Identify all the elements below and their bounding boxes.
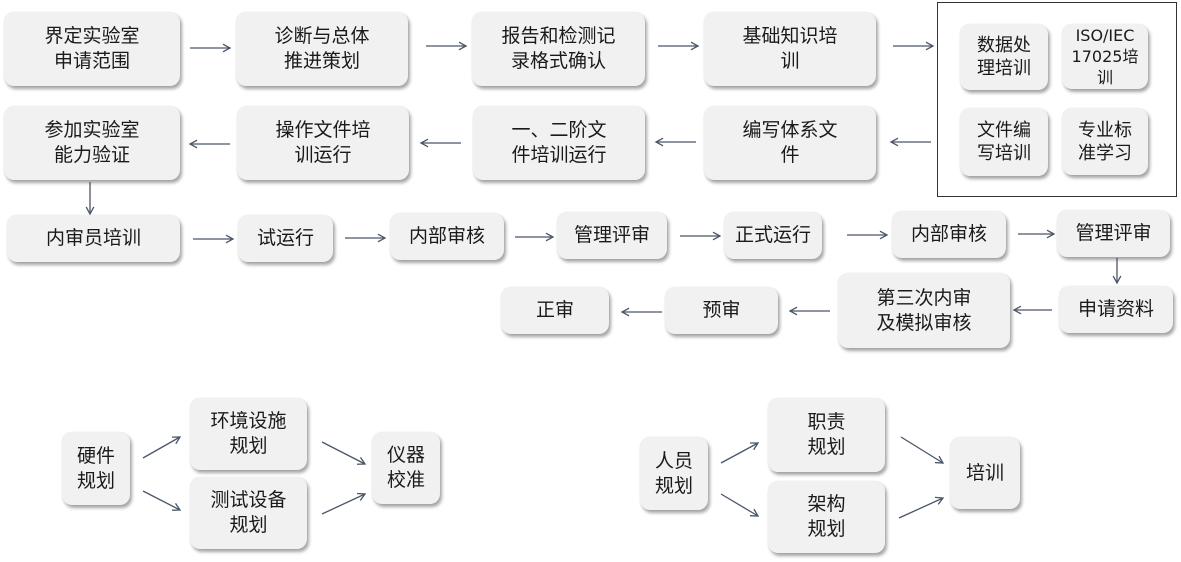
step-diagnosis-planning: 诊断与总体 推进策划: [236, 12, 408, 86]
step-management-review-1: 管理评审: [557, 212, 667, 259]
step-trial-run: 试运行: [238, 215, 333, 262]
personnel-plan-responsibility: 职责 规划: [768, 398, 885, 472]
hardware-plan-calibration: 仪器 校准: [372, 432, 440, 504]
step-formal-run: 正式运行: [724, 212, 822, 259]
connector-line: [321, 493, 366, 515]
arrowhead-icon: [171, 436, 182, 445]
arrowhead-icon: [85, 206, 95, 216]
arrowhead-icon: [356, 457, 367, 465]
training-iso-17025: ISO/IEC 17025培 训: [1062, 24, 1148, 89]
arrowhead-icon: [749, 442, 760, 451]
arrowhead-icon: [788, 306, 798, 316]
step-internal-auditor-training: 内审员培训: [7, 215, 180, 262]
arrowhead-icon: [171, 503, 182, 511]
step-third-internal-audit-mock: 第三次内审 及模拟审核: [838, 273, 1010, 348]
arrowhead-icon: [934, 496, 945, 505]
arrowhead-icon: [934, 455, 945, 464]
step-report-format-confirm: 报告和检测记 录格式确认: [472, 12, 645, 86]
arrowhead-icon: [690, 41, 700, 51]
step-pre-assessment: 预审: [665, 287, 778, 334]
training-document-writing: 文件编 写培训: [960, 108, 1048, 176]
step-internal-audit-1: 内部审核: [390, 213, 504, 260]
arrowhead-icon: [545, 232, 555, 242]
arrowhead-icon: [1012, 305, 1022, 315]
arrowhead-icon: [377, 233, 387, 243]
step-define-lab-scope: 界定实验室 申请范围: [4, 12, 180, 86]
arrowhead-icon: [654, 137, 664, 147]
arrowhead-icon: [1112, 275, 1122, 285]
arrowhead-icon: [620, 307, 630, 317]
connector-line: [142, 436, 181, 459]
step-write-system-docs: 编写体系文 件: [704, 106, 876, 180]
arrowhead-icon: [419, 138, 429, 148]
arrowhead-icon: [1046, 229, 1056, 239]
arrowhead-icon: [225, 234, 235, 244]
arrowhead-icon: [712, 231, 722, 241]
connector-line: [142, 490, 181, 511]
hardware-plan-root: 硬件 规划: [62, 432, 130, 505]
arrowhead-icon: [749, 508, 760, 517]
personnel-plan-training: 培训: [950, 437, 1020, 509]
connector-line: [720, 493, 759, 517]
arrowhead-icon: [356, 492, 367, 501]
connector-line: [900, 436, 944, 464]
step-proficiency-testing: 参加实验室 能力验证: [4, 106, 180, 180]
arrowhead-icon: [879, 230, 889, 240]
hardware-plan-environment: 环境设施 规划: [190, 398, 307, 470]
personnel-plan-structure: 架构 规划: [768, 481, 885, 553]
step-application-materials: 申请资料: [1059, 286, 1173, 333]
step-basic-knowledge-training: 基础知识培 训: [704, 12, 876, 86]
arrowhead-icon: [458, 41, 468, 51]
arrowhead-icon: [889, 137, 899, 147]
arrowhead-icon: [188, 139, 198, 149]
arrowhead-icon: [222, 43, 232, 53]
personnel-plan-root: 人员 规划: [640, 437, 708, 510]
training-group-frame: [937, 2, 1177, 197]
connector-line: [720, 442, 759, 464]
arrowhead-icon: [925, 41, 935, 51]
step-operation-doc-training: 操作文件培 训运行: [237, 106, 409, 180]
training-data-processing: 数据处 理培训: [960, 24, 1048, 90]
step-management-review-2: 管理评审: [1057, 210, 1170, 257]
training-professional-standards: 专业标 准学习: [1062, 108, 1148, 175]
step-internal-audit-2: 内部审核: [892, 211, 1006, 258]
connector-line: [898, 497, 944, 519]
step-level-1-2-doc-training: 一、二阶文 件培训运行: [473, 106, 645, 180]
step-formal-assessment: 正审: [501, 287, 609, 334]
hardware-plan-test-equipment: 测试设备 规划: [190, 477, 307, 549]
connector-line: [321, 441, 366, 465]
